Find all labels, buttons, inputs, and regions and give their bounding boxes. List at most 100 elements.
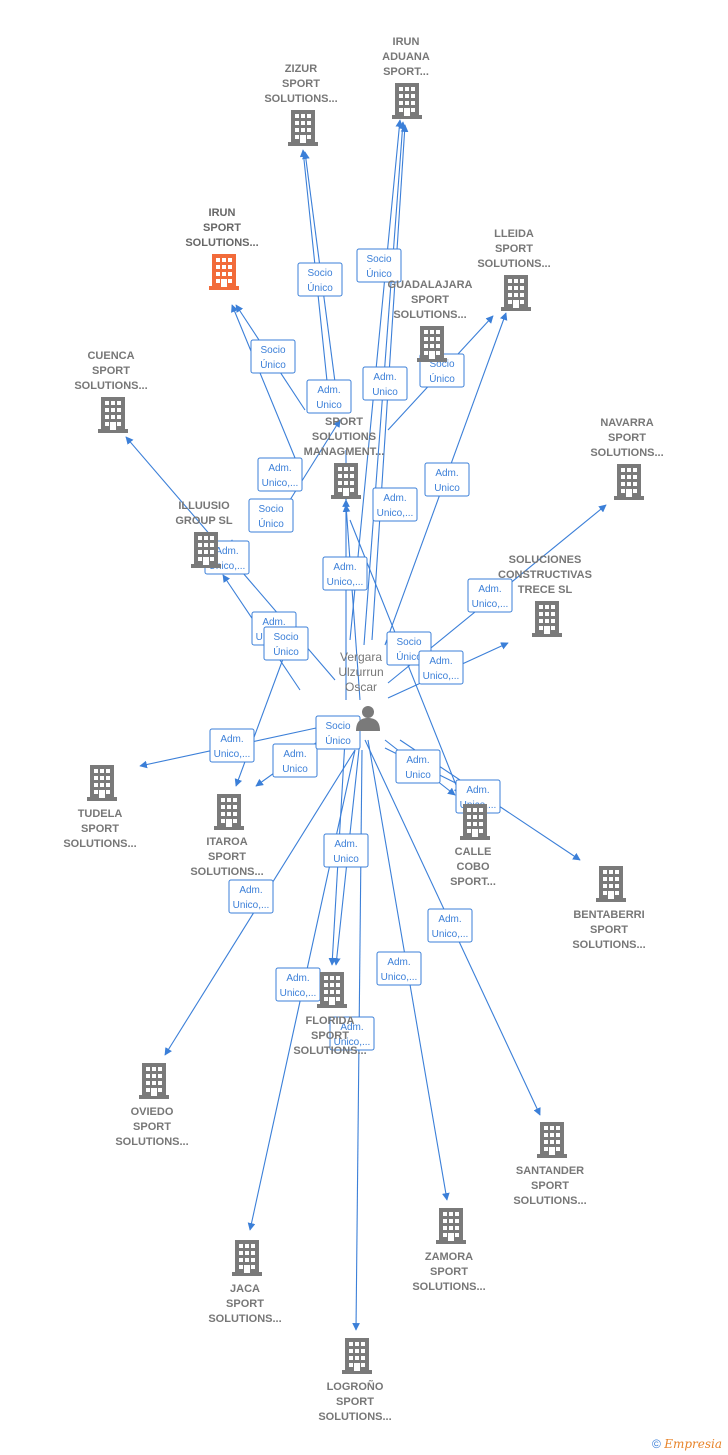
edge-label-18[interactable]: Adm. Unico [272, 743, 318, 778]
company-node-zamora[interactable]: ZAMORASPORTSOLUTIONS... [412, 1208, 486, 1293]
edge-label-text: Unico [434, 483, 460, 494]
edge-label-box [248, 498, 294, 533]
company-node-jaca[interactable]: JACASPORTSOLUTIONS... [208, 1240, 282, 1325]
edge-label-text: Socio [307, 268, 332, 279]
company-node-cuenca[interactable]: CUENCASPORTSOLUTIONS... [74, 350, 148, 433]
edge-label-text: Socio [396, 637, 421, 648]
edge-label-box [323, 833, 369, 868]
company-label: SPORT [208, 851, 246, 863]
company-label: SPORT [590, 924, 628, 936]
building-icon [436, 1208, 466, 1244]
company-label: ITAROA [206, 836, 247, 848]
edge-label-text: Único [260, 358, 286, 371]
edge-label-text: Adm. [373, 372, 396, 383]
edge-label-4[interactable]: Adm. Unico [362, 366, 408, 401]
company-node-tudela[interactable]: TUDELASPORTSOLUTIONS... [63, 765, 137, 850]
edge-label-text: Adm. [438, 914, 461, 925]
person-name-label: Ulzurrun [338, 665, 383, 679]
company-label: SOLUTIONS... [185, 237, 258, 249]
edge-label-text: Unico,... [262, 478, 299, 489]
building-icon [537, 1122, 567, 1158]
company-node-santander[interactable]: SANTANDERSPORTSOLUTIONS... [513, 1122, 587, 1207]
company-label: TUDELA [78, 808, 123, 820]
edge-label-text: Socio [429, 359, 454, 370]
company-label: TRECE SL [518, 584, 573, 596]
company-node-guadalajara[interactable]: GUADALAJARASPORTSOLUTIONS... [388, 279, 473, 362]
edge-label-17[interactable]: Adm.Unico,... [209, 728, 255, 763]
company-label: SPORT [311, 1030, 349, 1042]
company-node-lleida[interactable]: LLEIDASPORTSOLUTIONS... [477, 228, 551, 311]
edge-label-text: Unico [333, 854, 359, 865]
edge-label-11[interactable]: Adm.Unico,... [322, 556, 368, 591]
company-node-florida[interactable]: FLORIDASPORTSOLUTIONS... [293, 972, 367, 1057]
edge-label-box [306, 379, 352, 414]
company-node-zizur[interactable]: ZIZURSPORTSOLUTIONS... [264, 63, 338, 146]
company-node-navarra[interactable]: NAVARRASPORTSOLUTIONS... [590, 417, 664, 500]
edge-label-text: Único [258, 517, 284, 530]
company-label: CALLE [455, 846, 492, 858]
building-icon [139, 1063, 169, 1099]
edge-label-25[interactable]: Adm.Unico,... [376, 951, 422, 986]
company-label: SPORT [92, 365, 130, 377]
edge-label-text: Adm. [268, 463, 291, 474]
edge-label-box [424, 462, 470, 497]
company-node-bentaberri[interactable]: BENTABERRISPORTSOLUTIONS... [572, 866, 646, 951]
company-label: SPORT [531, 1180, 569, 1192]
company-node-itaroa[interactable]: ITAROA SPORT SOLUTIONS... [190, 794, 264, 878]
edge-label-23[interactable]: Adm.Unico,... [228, 879, 274, 914]
company-node-managment[interactable]: SPORTSOLUTIONSMANAGMENT... [304, 416, 385, 499]
building-icon [501, 275, 531, 311]
edge-label-7[interactable]: Adm.Unico [424, 462, 470, 497]
company-node-oviedo[interactable]: OVIEDOSPORTSOLUTIONS... [115, 1063, 189, 1148]
edge-label-16[interactable]: Adm.Unico,... [418, 650, 464, 685]
edge-label-box [372, 487, 418, 522]
edge-label-6[interactable]: Adm. Unico,... [257, 457, 303, 492]
edge-label-text: Unico,... [381, 972, 418, 983]
company-label: SPORT [430, 1266, 468, 1278]
company-node-logrono[interactable]: LOGROÑOSPORTSOLUTIONS... [318, 1338, 392, 1423]
edge-label-22[interactable]: Adm.Unico [323, 833, 369, 868]
edge-label-text: Unico [316, 400, 342, 411]
edge-label-27[interactable]: Adm.Unico,... [329, 1016, 375, 1051]
empresia-logo[interactable]: Empresia [664, 1437, 722, 1451]
company-label: SPORT [495, 243, 533, 255]
edge-label-text: Unico,... [209, 561, 246, 572]
edge-label-8[interactable]: Adm.Unico,... [372, 487, 418, 522]
edge-label-box [257, 457, 303, 492]
edge-label-3[interactable]: Adm.Unico [306, 379, 352, 414]
edge-label-text: Adm. [262, 617, 285, 628]
company-node-irun-aduana[interactable]: IRUNADUANASPORT... [382, 36, 430, 119]
edge-label-text: Adm. [239, 885, 262, 896]
company-node-calle-cobo[interactable]: CALLECOBOSPORT... [450, 804, 496, 888]
edge-label-text: Adm. [283, 749, 306, 760]
building-icon [87, 765, 117, 801]
company-label: COBO [457, 861, 490, 873]
edge-label-24[interactable]: Adm.Unico,... [427, 908, 473, 943]
edge-label-26[interactable]: Adm.Unico,... [275, 967, 321, 1002]
edge-label-text: Socio [258, 504, 283, 515]
company-node-irun[interactable]: IRUNSPORTSOLUTIONS... [185, 207, 259, 290]
company-label: NAVARRA [600, 417, 653, 429]
edge-label-20[interactable]: Adm.Unico [395, 749, 441, 784]
company-label: SPORT [133, 1121, 171, 1133]
edge-label-text: Adm. [220, 734, 243, 745]
person-name-label: Oscar [345, 680, 377, 694]
edge-label-12[interactable]: Adm.Unico,... [467, 578, 513, 613]
edge-label-text: Unico [372, 387, 398, 398]
edge-label-text: Único [307, 281, 333, 294]
edge-label-text: Unico [282, 764, 308, 775]
edge-label-text: Adm. [340, 1022, 363, 1033]
company-label: SOLUTIONS... [190, 866, 263, 878]
